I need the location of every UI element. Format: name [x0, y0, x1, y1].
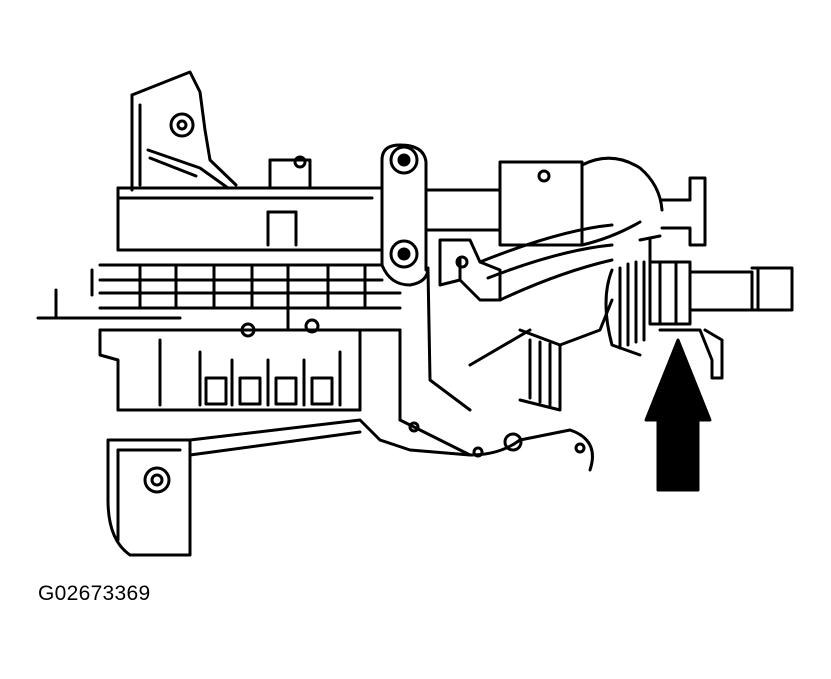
- switch-housing: [498, 156, 707, 247]
- lower-casting: [98, 318, 402, 422]
- upper-mounting-bracket: [130, 70, 238, 192]
- lower-mounting-bracket: [106, 418, 472, 557]
- column-tube: [116, 155, 382, 252]
- center-casting: [398, 223, 614, 472]
- callout-arrow: [644, 338, 712, 492]
- steering-shaft: [604, 234, 794, 380]
- base-reference-line: [36, 288, 182, 320]
- lower-rails: [90, 263, 402, 332]
- figure-id-caption: G02673369: [38, 582, 151, 605]
